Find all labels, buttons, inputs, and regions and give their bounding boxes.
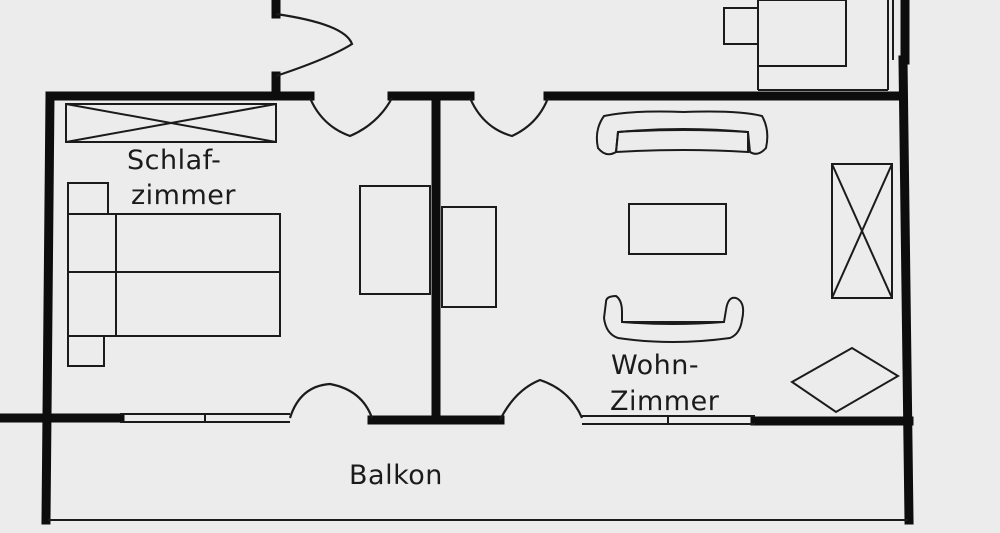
wall-left-outer bbox=[41, 91, 55, 525]
doors bbox=[275, 12, 584, 421]
coffee-table bbox=[628, 203, 727, 255]
nightstand-top bbox=[67, 182, 109, 215]
door-living-balcony bbox=[499, 378, 584, 421]
armchair-top bbox=[595, 110, 769, 156]
walls bbox=[0, 0, 914, 525]
cabinet-living bbox=[441, 206, 497, 308]
double-bed bbox=[67, 213, 281, 337]
cabinet-bedroom bbox=[359, 185, 431, 295]
nightstand-bottom bbox=[67, 335, 105, 367]
door-bedroom-balcony bbox=[288, 382, 374, 419]
door-living-top bbox=[468, 97, 550, 138]
bedroom-label-line1: Schlaf- bbox=[127, 145, 222, 176]
balcony-label: Balkon bbox=[349, 460, 443, 491]
windows bbox=[120, 0, 894, 425]
wall-right-outer bbox=[898, 55, 914, 525]
bedroom-label-line2: zimmer bbox=[131, 180, 236, 211]
furniture bbox=[65, 0, 900, 414]
door-bedroom-top bbox=[308, 97, 393, 138]
door-entrance bbox=[275, 12, 354, 78]
side-table-diamond bbox=[790, 346, 900, 414]
armchair-bottom bbox=[602, 294, 745, 343]
shelf-living bbox=[831, 163, 893, 299]
living-room-label-line1: Wohn- bbox=[611, 350, 700, 381]
wardrobe-bedroom bbox=[65, 103, 277, 143]
living-room-label-line2: Zimmer bbox=[610, 386, 720, 417]
